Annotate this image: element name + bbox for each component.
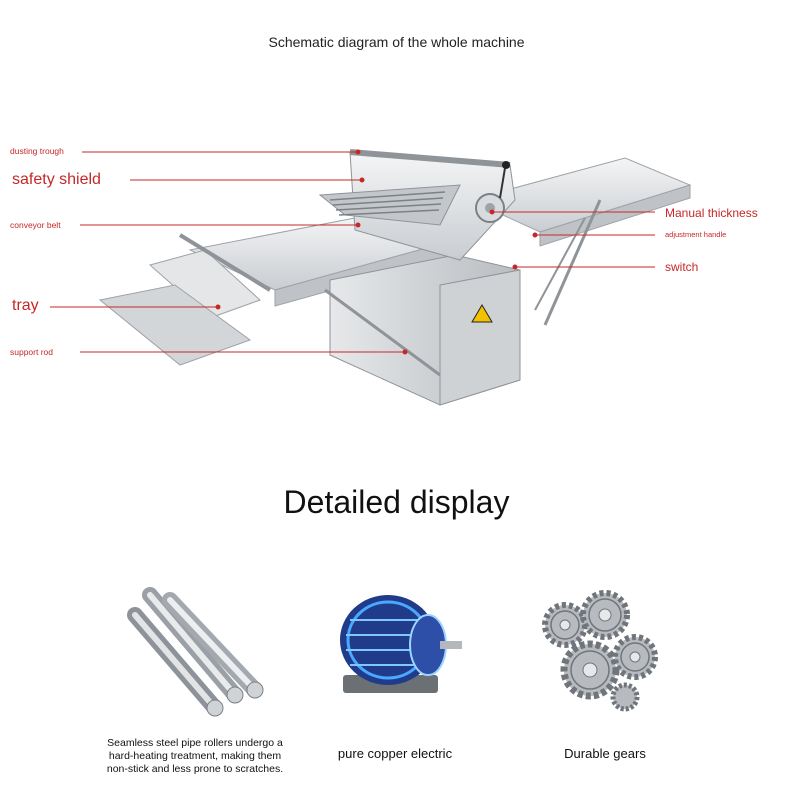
caption-line: Seamless steel pipe rollers undergo a (107, 737, 283, 749)
label-dusting-trough: dusting trough (10, 146, 64, 156)
label-switch: switch (665, 260, 699, 274)
label-safety-shield: safety shield (12, 171, 101, 188)
electric-motor-image (340, 595, 462, 693)
label-support-rod: support rod (10, 347, 53, 357)
label-conveyor-belt: conveyor belt (10, 220, 61, 230)
motor-caption: pure copper electric (337, 746, 453, 761)
machine-illustration (50, 149, 692, 406)
caption-line: hard-heating treatment, making them (108, 750, 282, 762)
label-tray: tray (12, 297, 39, 314)
label-adjustment-handle: adjustment handle (665, 230, 727, 239)
label-manual-thickness: Manual thickness (665, 206, 758, 220)
caption-line: non-stick and less prone to scratches. (106, 763, 284, 775)
gears-image (542, 590, 658, 712)
detail-section-title: Detailed display (283, 484, 510, 520)
diagram-title: Schematic diagram of the whole machine (268, 34, 525, 50)
steel-rollers-image (127, 587, 264, 717)
gears-caption: Durable gears (564, 746, 646, 761)
steel-rollers-caption: Seamless steel pipe rollers undergo a ha… (75, 737, 315, 776)
